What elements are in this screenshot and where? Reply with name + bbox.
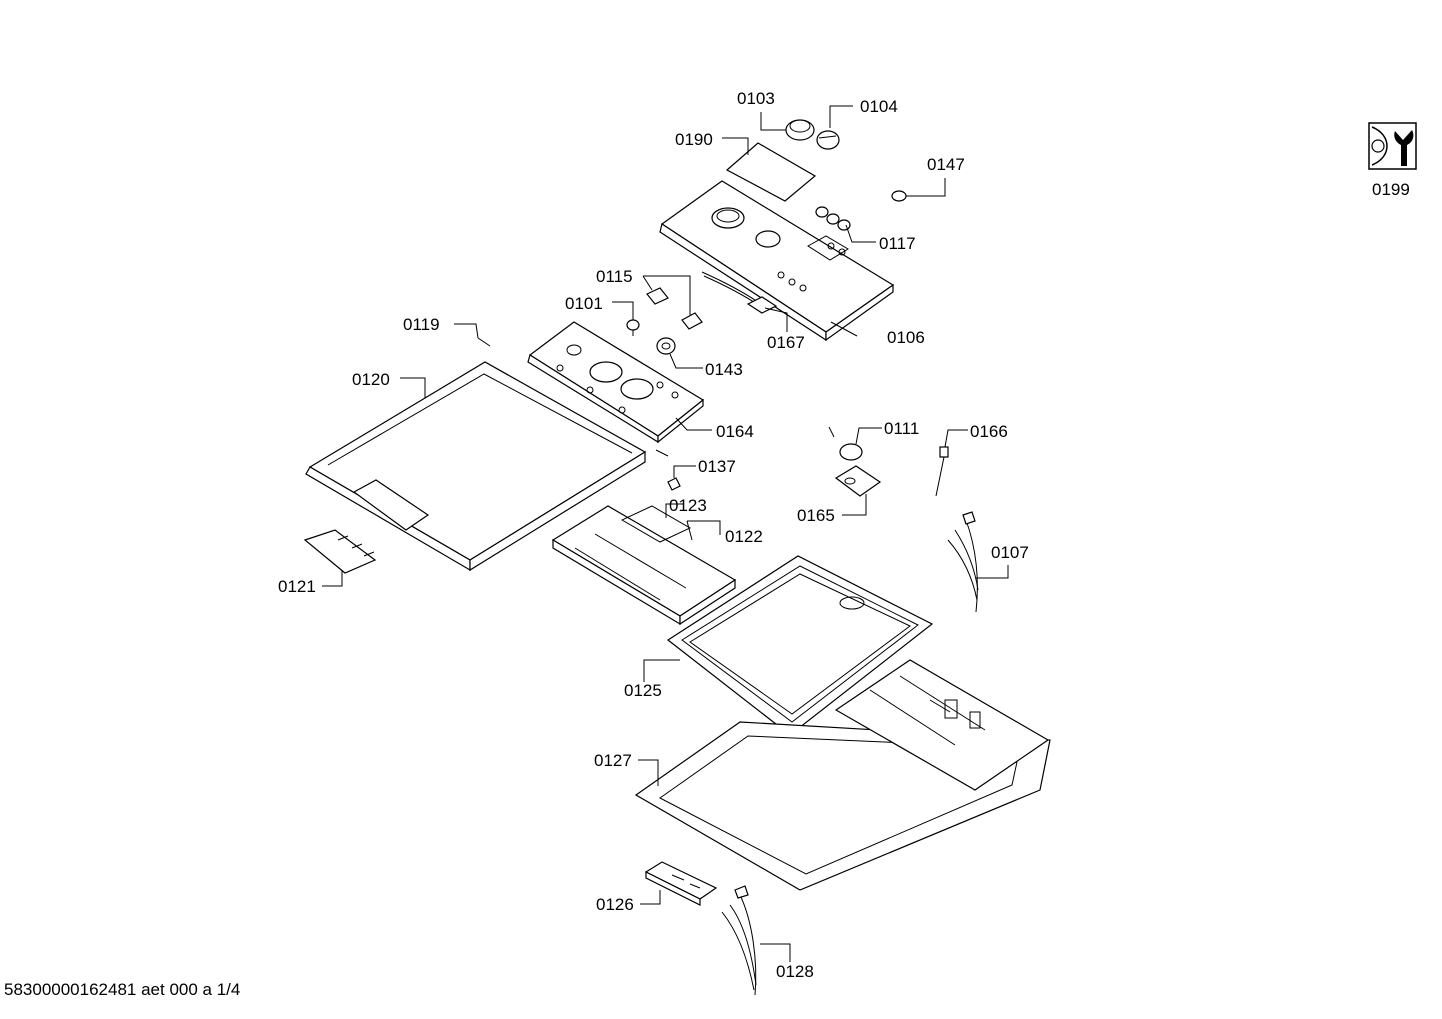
clip-0115-a: [646, 287, 669, 305]
drawing-number: 58300000162481 aet 000 a 1/4: [4, 980, 241, 999]
label-0127: 0127: [594, 751, 632, 770]
label-0101: 0101: [565, 294, 603, 313]
wrench-tool-icon: [1368, 122, 1417, 170]
label-0147: 0147: [927, 155, 965, 174]
label-0166: 0166: [970, 422, 1008, 441]
clip-0115-b: [681, 312, 703, 330]
part-0165: [834, 465, 882, 497]
label-0120: 0120: [352, 370, 390, 389]
part-0111: [828, 426, 863, 461]
pin-0137: [655, 449, 681, 491]
label-0165: 0165: [797, 506, 835, 525]
detergent-drawer-0122: [551, 505, 737, 626]
label-0167: 0167: [767, 333, 805, 352]
part-0143: [656, 337, 676, 355]
buttons-0117: [815, 206, 851, 231]
part-0126: [644, 861, 718, 906]
cable-harness-0128: [721, 885, 757, 996]
knob-0103: [785, 119, 815, 141]
label-0104: 0104: [860, 97, 898, 116]
label-0125: 0125: [624, 681, 662, 700]
label-0190: 0190: [675, 130, 713, 149]
label-0111: 0111: [884, 419, 919, 438]
label-0103: 0103: [737, 89, 775, 108]
part-labels: 0103 0104 0190 0147 0117 0115 0101 0167 …: [278, 89, 1410, 981]
part-0101: [626, 319, 640, 336]
electronic-module-0164: [527, 321, 705, 444]
pin-0119: [477, 337, 491, 347]
sensor-0166: [935, 446, 949, 497]
label-0122: 0122: [725, 527, 763, 546]
label-0143: 0143: [705, 360, 743, 379]
label-0123: 0123: [669, 496, 707, 515]
label-0128: 0128: [776, 962, 814, 981]
part-0147: [891, 190, 907, 202]
cable-harness-0107: [947, 511, 979, 613]
label-0137: 0137: [698, 457, 736, 476]
label-0164: 0164: [716, 422, 754, 441]
handle-0121: [303, 529, 377, 574]
control-panel-cover-0106: [659, 180, 895, 342]
label-0199: 0199: [1372, 180, 1410, 199]
label-0117: 0117: [879, 234, 916, 253]
leader-lines: [322, 105, 1009, 962]
lid-0120: [305, 361, 647, 572]
label-0106: 0106: [887, 328, 925, 347]
knob-0104: [816, 130, 840, 150]
tub-ring-0125: [666, 555, 934, 736]
label-0119: 0119: [403, 315, 440, 334]
label-0107: 0107: [991, 543, 1029, 562]
label-0115: 0115: [596, 267, 633, 286]
label-0121: 0121: [278, 577, 316, 596]
top-frame-0127: [634, 659, 1051, 891]
label-0126: 0126: [596, 895, 634, 914]
